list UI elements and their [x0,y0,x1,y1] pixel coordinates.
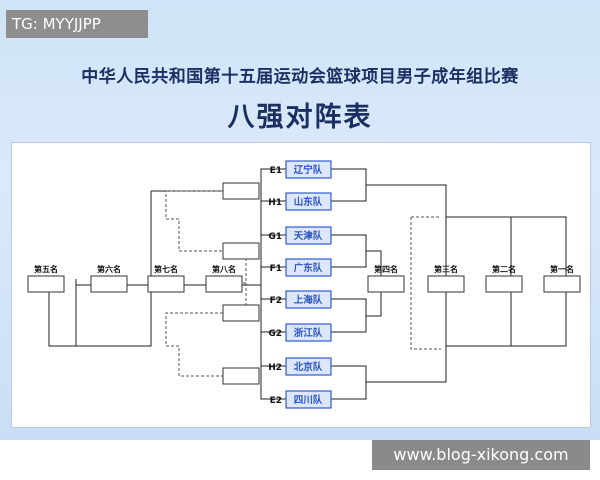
empty-slot [222,182,260,200]
team-boxes [285,160,332,409]
team-name-5: 上海队 [294,294,323,306]
place-label-eighth: 第八名 [212,264,236,274]
empty-slots-left [222,182,260,385]
team-box-1 [285,160,332,179]
place-slot-second [485,275,523,293]
place-slot-fourth [367,275,405,293]
place-slot-first [543,275,581,293]
event-title: 中华人民共和国第十五届运动会篮球项目男子成年组比赛 [81,67,519,87]
bracket-board: 辽宁队 山东队 天津队 广东队 上海队 浙江队 北京队 四川队 E1 H1 G1… [11,142,591,428]
team-seed-1: E1 [270,166,282,176]
place-label-seventh: 第七名 [154,264,178,274]
channel-tag: TG: MYYJJPP [6,10,148,38]
team-seed-8: E2 [270,396,282,406]
place-slot-sixth [90,275,128,293]
watermark-url[interactable]: www.blog-xikong.com [372,440,590,470]
team-names: 辽宁队 山东队 天津队 广东队 上海队 浙江队 北京队 四川队 [294,164,323,406]
place-slot-seventh [147,275,185,293]
team-box-8 [285,390,332,409]
empty-slot [222,242,260,260]
team-seed-3: G1 [268,232,282,242]
place-label-fourth: 第四名 [374,264,398,274]
place-label-first: 第一名 [550,264,574,274]
team-seed-2: H1 [268,198,282,208]
team-seed-5: F2 [270,296,282,306]
place-slot-fifth [27,275,65,293]
team-name-1: 辽宁队 [294,164,323,176]
placement-slots [27,275,581,293]
right-solid-lines [331,168,567,400]
place-slot-eighth [205,275,243,293]
team-box-3 [285,226,332,245]
team-name-7: 北京队 [294,361,323,373]
bracket-title: 八强对阵表 [227,102,373,133]
team-name-4: 广东队 [294,262,323,274]
team-box-5 [285,290,332,309]
empty-slot [222,367,260,385]
team-name-3: 天津队 [294,230,323,242]
team-seed-6: G2 [268,329,282,339]
placement-labels: 第五名 第六名 第七名 第八名 第四名 第三名 第二名 第一名 [34,264,574,274]
place-label-fifth: 第五名 [34,264,58,274]
team-seed-4: F1 [270,264,282,274]
team-seeds: E1 H1 G1 F1 F2 G2 H2 E2 [268,166,282,406]
empty-slot [222,304,260,322]
poster-background: 中华人民共和国第十五届运动会篮球项目男子成年组比赛 八强对阵表 [0,0,600,440]
team-name-2: 山东队 [294,196,323,208]
place-label-sixth: 第六名 [97,264,121,274]
place-label-second: 第二名 [492,264,516,274]
place-slot-third [427,275,465,293]
team-box-4 [285,258,332,277]
team-seed-7: H2 [268,363,282,373]
bracket-diagram: 辽宁队 山东队 天津队 广东队 上海队 浙江队 北京队 四川队 E1 H1 G1… [27,160,581,409]
team-name-6: 浙江队 [294,327,323,339]
team-name-8: 四川队 [294,394,323,406]
team-box-2 [285,192,332,211]
right-dashed-lines [410,216,441,350]
place-label-third: 第三名 [434,264,458,274]
team-box-6 [285,323,332,342]
team-box-7 [285,357,332,376]
